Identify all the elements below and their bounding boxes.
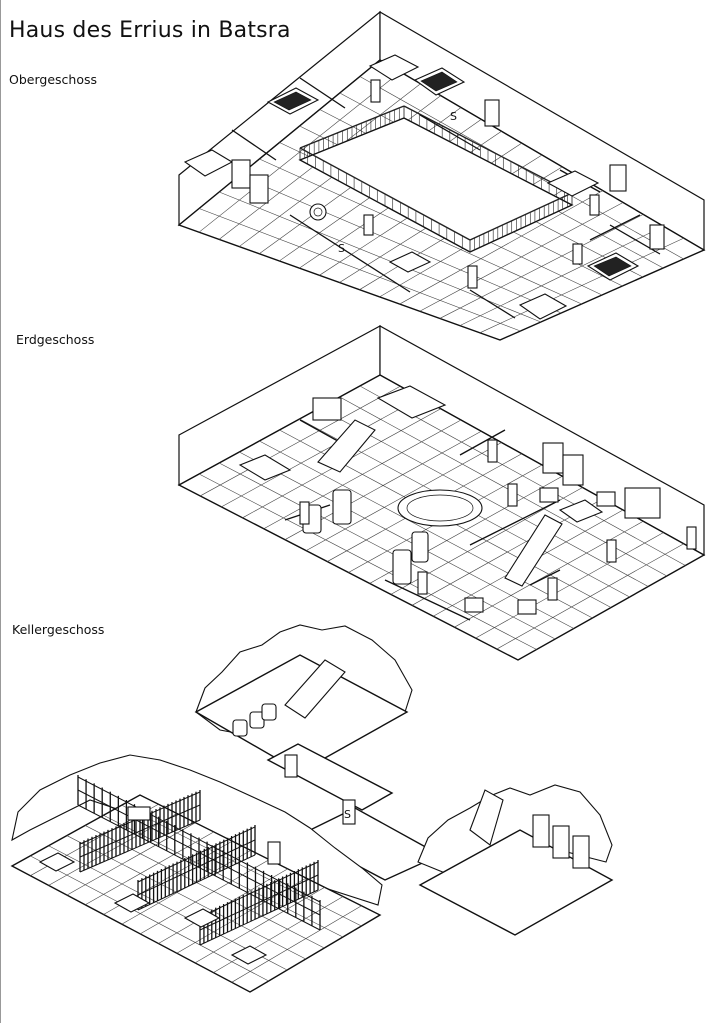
grid-line: [198, 71, 401, 233]
ground-barrels: [302, 489, 429, 585]
railing-top-rail: [403, 105, 573, 194]
cellar-wine-racks: [532, 814, 590, 869]
ground-fireplace: [312, 397, 342, 421]
grid-line: [454, 520, 644, 628]
prison-bar-rail: [79, 804, 201, 858]
grid-line: [263, 419, 462, 530]
grid-line: [439, 214, 644, 319]
cellar-floor-plan: S: [10, 624, 614, 993]
cellar-chest: [127, 806, 151, 821]
grid-line: [213, 896, 344, 973]
prison-bar-rail: [77, 789, 321, 916]
upper-bathtubs: [266, 67, 640, 281]
cellar-corridor: [266, 743, 394, 811]
grid-line: [475, 532, 664, 639]
upper-beds: [183, 54, 600, 320]
cellar-floor-label: Kellergeschoss: [12, 622, 105, 637]
ground-armchairs: [464, 487, 616, 615]
upper-floor-plan: S S: [177, 10, 706, 341]
prison-bar-rail: [77, 776, 321, 903]
cellar-doors: [267, 754, 356, 865]
prison-bar-rail: [199, 889, 319, 946]
upper-interior-walls: [231, 77, 661, 319]
upper-bookshelves: [231, 99, 665, 250]
cellar-secret-door-mark: S: [344, 808, 351, 821]
cellar-straw-beds: [38, 852, 268, 965]
ground-tables: [238, 385, 604, 523]
railing-top-rail: [299, 147, 471, 241]
ground-doors: [299, 439, 697, 601]
upper-secret-door-mark: S: [338, 242, 345, 255]
grid-line: [459, 225, 664, 326]
prison-bar-rail: [199, 874, 319, 931]
prison-bar-rail: [77, 804, 321, 931]
upper-gallery-railing: [299, 105, 573, 252]
upper-secret-door-mark-2: S: [450, 110, 457, 123]
map-title: Haus des Errius in Batsra: [9, 18, 291, 43]
cellar-barrels: [232, 703, 277, 737]
ground-well: [397, 489, 483, 527]
grid-line: [85, 831, 214, 906]
grid-line: [30, 855, 269, 982]
cellar-staircases: [284, 659, 504, 846]
upper-target-dummy: [309, 203, 327, 221]
grid-line: [419, 202, 624, 312]
grid-line: [66, 822, 196, 896]
upper-floor-label: Obergeschoss: [9, 72, 97, 87]
ground-floor-label: Erdgeschoss: [16, 332, 95, 347]
grid-line: [121, 804, 362, 927]
ground-staircases: [317, 419, 563, 587]
grid-line: [66, 835, 306, 960]
grid-line: [194, 887, 325, 964]
upper-doors: [363, 79, 600, 289]
prison-bar-rail: [199, 861, 319, 918]
prison-bar-rail: [137, 854, 256, 911]
prison-bar-rail: [79, 819, 201, 873]
ground-bookshelves: [542, 442, 661, 519]
prison-bar-rail: [137, 839, 256, 896]
railing-top-rail: [469, 192, 573, 241]
grid-line: [399, 190, 603, 305]
ground-floor-plan: [177, 324, 706, 661]
railing-top-rail: [299, 105, 405, 149]
grid-line: [231, 905, 362, 983]
upper-workbench: [388, 251, 432, 273]
grid-line: [221, 397, 421, 508]
prison-bar-rail: [137, 826, 256, 883]
grid-line: [305, 442, 502, 551]
grid-line: [85, 825, 325, 949]
grid-line: [496, 543, 684, 650]
grid-line: [200, 385, 401, 497]
